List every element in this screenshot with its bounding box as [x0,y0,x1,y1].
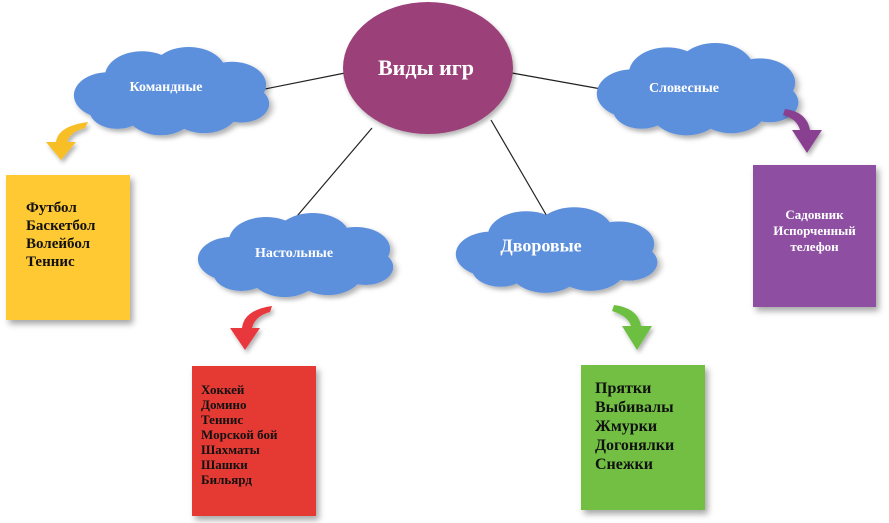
cloud-label-nastolnye: Настольные [254,246,334,261]
list-item: Испорченный [773,223,856,238]
list-item: Теннис [201,412,244,427]
list-item: Футбол [26,200,77,216]
list-item: Догонялки [595,437,675,454]
list-item: Домино [201,397,247,412]
connector-dvorovye [490,119,549,219]
arrow-dvorovye [612,305,652,350]
arrow-komandnye [46,122,88,160]
list-komandnye: Футбол Баскетбол Волейбол Теннис [26,199,130,271]
box-nastolnye: Хоккей Домино Теннис Морской бой Шахматы… [192,366,316,516]
list-nastolnye: Хоккей Домино Теннис Морской бой Шахматы… [201,382,316,487]
arrow-slovesnye [783,109,822,153]
box-komandnye: Футбол Баскетбол Волейбол Теннис [6,175,130,320]
list-item: Шахматы [201,442,260,457]
connector-komandnye [249,71,351,93]
box-slovesnye: Садовник Испорченный телефон [753,165,876,307]
cloud-label-dvorovye: Дворовые [500,235,582,256]
cloud-label-slovesnye: Словесные [649,81,719,96]
list-item: Прятки [595,380,652,397]
list-item: Волейбол [26,236,91,252]
list-item: Теннис [26,254,75,270]
cloud-label-komandnye: Командные [129,80,203,95]
list-item: Хоккей [201,382,245,397]
list-item: Морской бой [201,427,278,442]
box-dvorovye: Прятки Выбивалы Жмурки Догонялки Снежки [581,365,705,510]
arrow-nastolnye [230,306,272,350]
list-item: Жмурки [595,418,658,435]
connector-nastolnye [291,127,373,223]
list-item: Бильярд [201,472,252,487]
list-item: Шашки [201,457,248,472]
center-title: Виды игр [377,55,475,80]
list-item: Баскетбол [26,218,96,234]
list-item: Снежки [595,456,653,473]
center-ellipse [343,2,513,134]
list-item: Садовник [785,207,844,222]
list-dvorovye: Прятки Выбивалы Жмурки Догонялки Снежки [595,379,705,474]
list-item: телефон [790,239,839,254]
list-item: Выбивалы [595,399,674,416]
list-slovesnye: Садовник Испорченный телефон [753,207,876,255]
